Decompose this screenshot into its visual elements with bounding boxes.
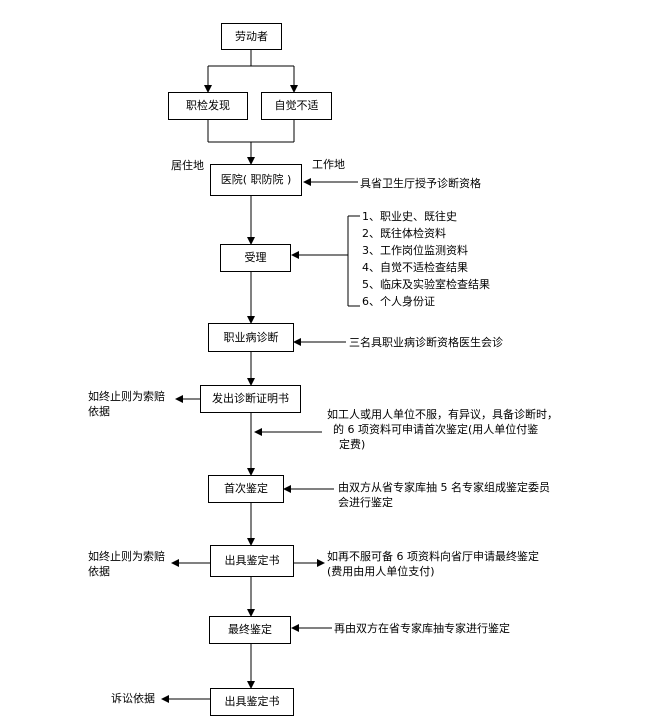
node-worker: 劳动者	[221, 23, 282, 50]
node-issue-appraisal-1: 出具鉴定书	[210, 545, 294, 577]
node-self-discomfort: 自觉不适	[261, 92, 332, 120]
node-final-appraisal: 最终鉴定	[209, 616, 291, 644]
claim-basis-1-line1: 如终止则为索赔	[88, 390, 165, 403]
label-expert-panel-note: 由双方从省专家库抽 5 名专家组成鉴定委员 会进行鉴定	[338, 480, 550, 510]
material-item: 5、临床及实验室检查结果	[362, 278, 490, 291]
expert-panel-line2: 会进行鉴定	[338, 496, 393, 509]
label-claim-basis-2: 如终止则为索赔 依据	[88, 549, 165, 579]
dispute-note-line1: 如工人或用人单位不服，有异议，具备诊断时，	[327, 408, 558, 421]
node-issue-appraisal-2: 出具鉴定书	[210, 688, 294, 716]
claim-basis-2-line1: 如终止则为索赔	[88, 550, 165, 563]
dispute-note-line2: 的 6 项资料可申请首次鉴定(用人单位付鉴	[333, 423, 539, 436]
label-consultation: 三名具职业病诊断资格医生会诊	[349, 336, 503, 349]
materials-list: 1、职业史、既往史 2、既往体检资料 3、工作岗位监测资料 4、自觉不适检查结果…	[362, 208, 490, 310]
node-checkup-found: 职检发现	[168, 92, 248, 120]
node-first-appraisal: 首次鉴定	[208, 475, 284, 503]
label-residence: 居住地	[171, 159, 204, 172]
material-item: 1、职业史、既往史	[362, 210, 457, 223]
dispute-note-line3: 定费)	[339, 438, 366, 451]
node-diagnosis: 职业病诊断	[208, 323, 294, 352]
label-workplace: 工作地	[312, 158, 345, 171]
material-item: 6、个人身份证	[362, 295, 435, 308]
expert-panel-line1: 由双方从省专家库抽 5 名专家组成鉴定委员	[338, 481, 550, 494]
material-item: 3、工作岗位监测资料	[362, 244, 468, 257]
node-hospital: 医院( 职防院 )	[210, 164, 302, 196]
material-item: 2、既往体检资料	[362, 227, 446, 240]
label-final-expert-note: 再由双方在省专家库抽专家进行鉴定	[334, 622, 510, 635]
claim-basis-2-line2: 依据	[88, 565, 110, 578]
label-qualification: 具省卫生厅授予诊断资格	[360, 177, 481, 190]
claim-basis-1-line2: 依据	[88, 405, 110, 418]
final-apply-line1: 如再不服可备 6 项资料向省厅申请最终鉴定	[327, 550, 539, 563]
label-litigation-basis: 诉讼依据	[111, 692, 155, 705]
material-item: 4、自觉不适检查结果	[362, 261, 468, 274]
label-final-apply-note: 如再不服可备 6 项资料向省厅申请最终鉴定 (费用由用人单位支付)	[327, 549, 539, 579]
node-issue-certificate: 发出诊断证明书	[200, 385, 301, 413]
label-claim-basis-1: 如终止则为索赔 依据	[88, 389, 165, 419]
label-dispute-note: 如工人或用人单位不服，有异议，具备诊断时， 的 6 项资料可申请首次鉴定(用人单…	[327, 407, 558, 452]
final-apply-line2: (费用由用人单位支付)	[327, 565, 435, 578]
node-accept: 受理	[220, 244, 291, 272]
